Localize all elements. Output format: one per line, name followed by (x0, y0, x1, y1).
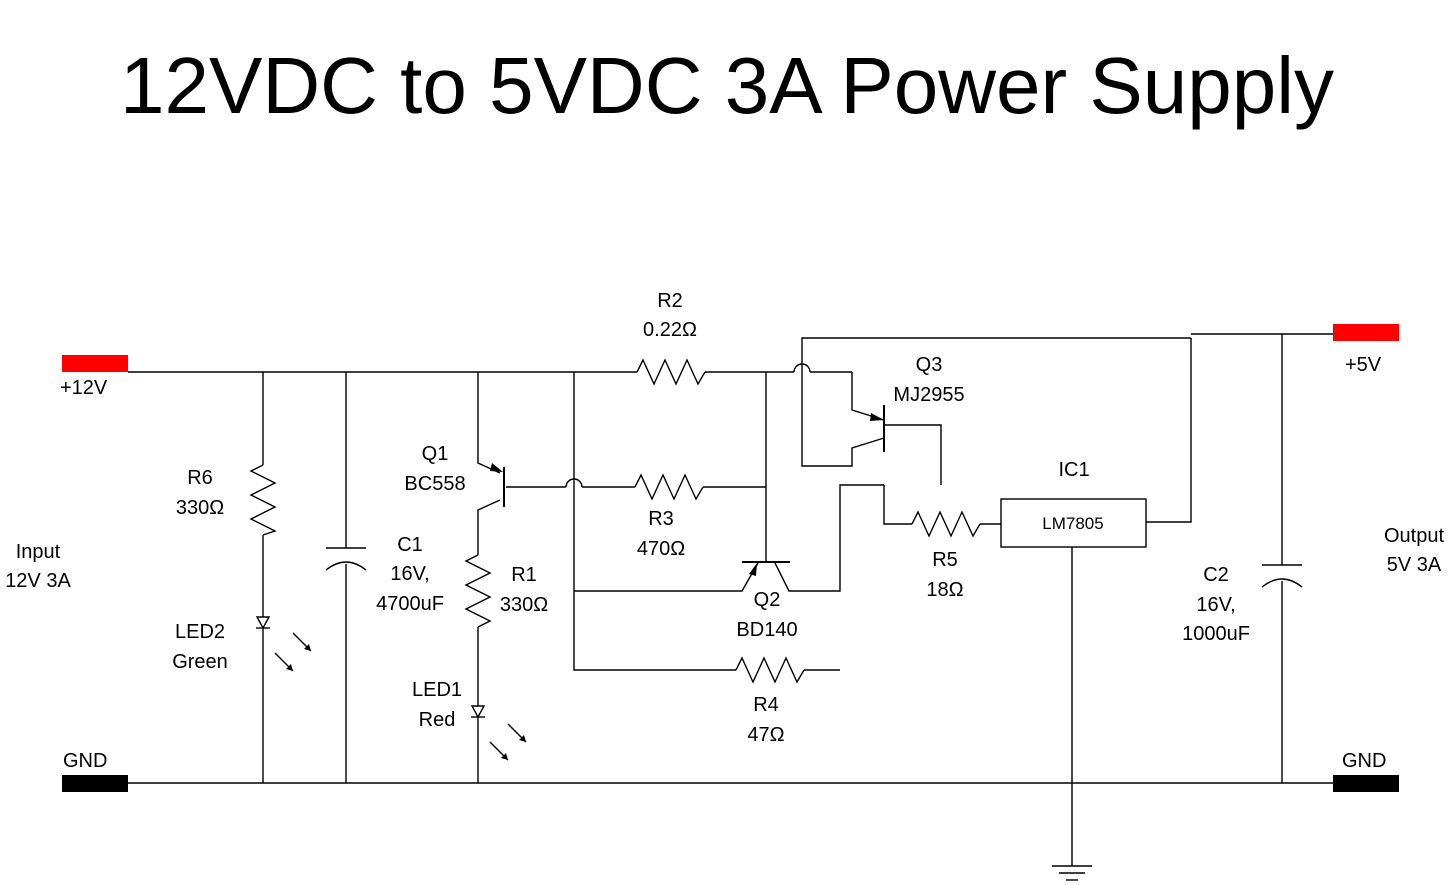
r5-value-label: 18Ω (926, 579, 963, 601)
led1-red (470, 705, 527, 761)
c2-value-label: 1000uF (1182, 623, 1250, 645)
r1-value-label: 330Ω (500, 594, 548, 616)
ic1-name-label: IC1 (1058, 459, 1089, 481)
r2-value-label: 0.22Ω (643, 319, 697, 341)
c1-rating-label: 16V, (390, 563, 429, 585)
q3-name-label: Q3 (916, 354, 943, 376)
page-title: 12VDC to 5VDC 3A Power Supply (120, 41, 1334, 130)
input-note-line2: 12V 3A (5, 570, 71, 592)
capacitor-c2 (1261, 564, 1303, 588)
r3-value-label: 470Ω (637, 538, 685, 560)
resistor-r1 (464, 554, 492, 628)
r5-name-label: R5 (932, 549, 958, 571)
ic1-lm7805 (1000, 498, 1147, 548)
transistor-q2 (742, 561, 790, 576)
q2-name-label: Q2 (754, 589, 781, 611)
input-positive-terminal (62, 355, 128, 372)
c2-rating-label: 16V, (1196, 594, 1235, 616)
ground-symbol (1052, 865, 1092, 881)
led2-green (255, 616, 312, 672)
r6-name-label: R6 (187, 467, 213, 489)
resistor-r6 (249, 464, 277, 536)
resistor-r4 (735, 656, 805, 684)
wires (128, 333, 1333, 866)
r2-name-label: R2 (657, 290, 683, 312)
led1-color-label: Red (419, 709, 456, 731)
led1-name-label: LED1 (412, 679, 462, 701)
q1-part-label: BC558 (404, 473, 465, 495)
transistor-q3 (870, 405, 885, 452)
output-positive-label: +5V (1345, 354, 1382, 376)
resistor-r3 (634, 473, 704, 501)
r4-value-label: 47Ω (747, 724, 784, 746)
output-note-line2: 5V 3A (1387, 554, 1442, 576)
capacitor-c1 (325, 547, 367, 571)
c1-value-label: 4700uF (376, 593, 444, 615)
output-note-line1: Output (1384, 525, 1444, 547)
input-positive-label: +12V (60, 377, 108, 399)
r4-name-label: R4 (753, 694, 779, 716)
output-ground-label: GND (1342, 750, 1386, 772)
q3-part-label: MJ2955 (893, 384, 964, 406)
input-note-line1: Input (16, 541, 61, 563)
output-ground-terminal (1333, 775, 1399, 792)
resistor-r2 (636, 358, 706, 386)
input-ground-label: GND (63, 750, 107, 772)
q2-part-label: BD140 (736, 619, 797, 641)
c2-name-label: C2 (1203, 564, 1229, 586)
r6-value-label: 330Ω (176, 497, 224, 519)
led2-name-label: LED2 (175, 621, 225, 643)
output-positive-terminal (1333, 324, 1399, 341)
resistor-r5 (911, 510, 981, 538)
q1-name-label: Q1 (422, 443, 449, 465)
c1-name-label: C1 (397, 534, 423, 556)
transistor-q1 (490, 463, 505, 507)
ic1-part-label: LM7805 (1042, 514, 1103, 533)
r1-name-label: R1 (511, 564, 537, 586)
r3-name-label: R3 (648, 508, 674, 530)
input-ground-terminal (62, 775, 128, 792)
led2-color-label: Green (172, 651, 228, 673)
